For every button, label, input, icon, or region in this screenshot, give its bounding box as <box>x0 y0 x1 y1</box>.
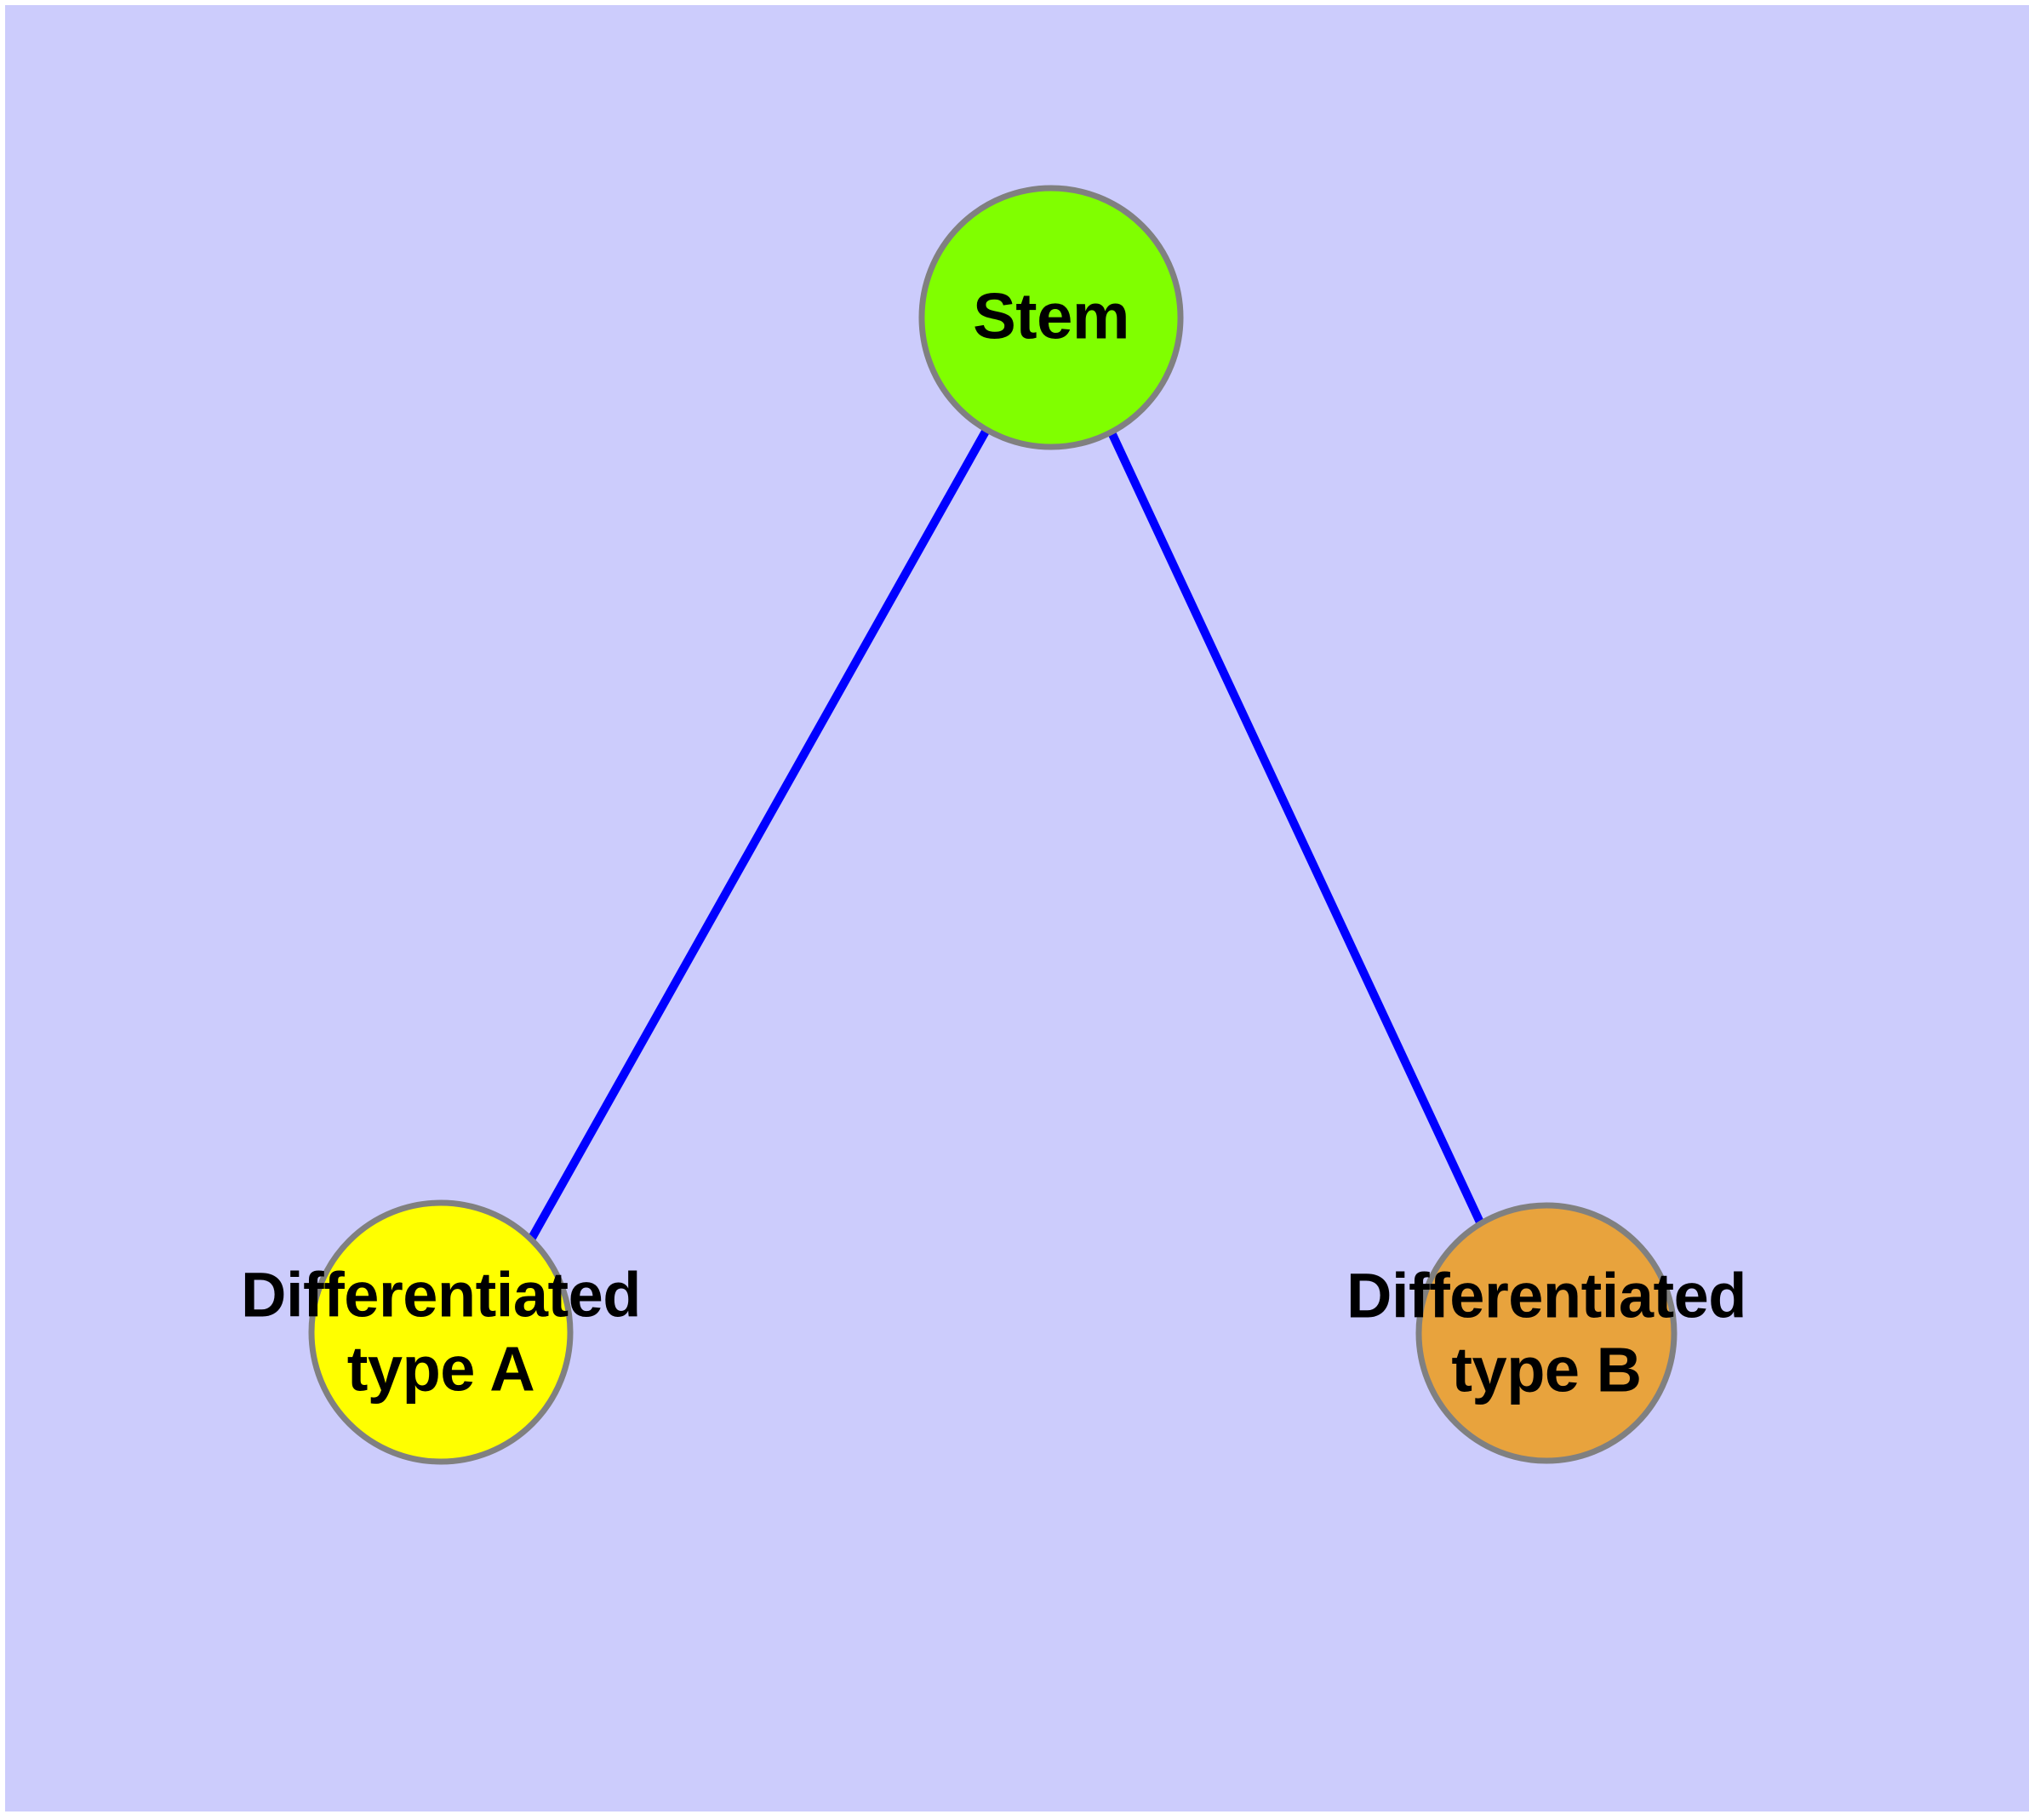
node-diff-b[interactable] <box>1415 1202 1677 1464</box>
node-diff-a[interactable] <box>308 1199 574 1465</box>
edges-layer <box>527 427 1485 1242</box>
edge-stem-to-diff-a[interactable] <box>527 427 991 1242</box>
edge-stem-to-diff-b[interactable] <box>1107 430 1485 1227</box>
node-stem[interactable] <box>918 185 1184 450</box>
nodes-layer <box>308 185 1677 1465</box>
